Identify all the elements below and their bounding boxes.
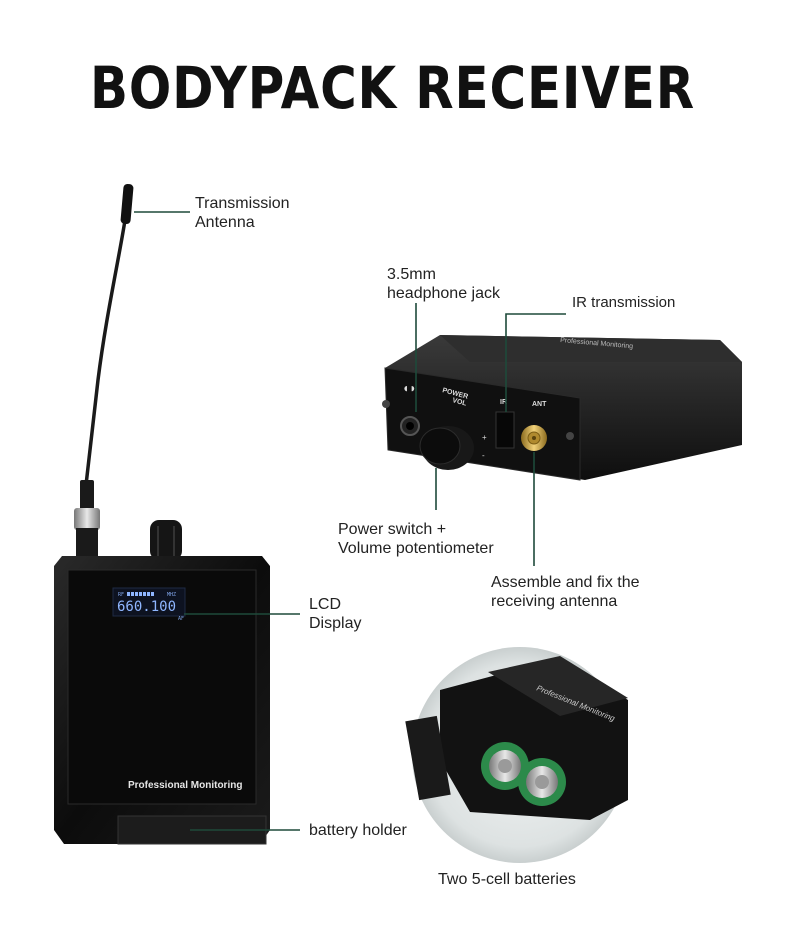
label-headphone-jack: 3.5mm headphone jack [387, 266, 500, 302]
headphone-icon: ◖◗ [402, 381, 417, 395]
label-minus: - [482, 451, 485, 460]
antenna-sleeve [80, 480, 94, 510]
leader-ir [505, 313, 566, 412]
bodypack-top-view: Professional Monitoring ◖◗ POWER VOL + -… [382, 335, 742, 481]
ir-window [495, 411, 515, 449]
lcd-rf: RF [118, 592, 124, 598]
label-receiving-antenna: Assemble and fix the receiving antenna [491, 574, 640, 610]
lcd-af: AF [178, 616, 184, 622]
leader-lines [134, 211, 566, 831]
label-transmission-antenna: Transmission Antenna [195, 195, 290, 231]
label-lcd-display: LCD Display [309, 596, 362, 632]
lcd-signal-bars [127, 592, 154, 596]
label-power-switch: Power switch + Volume potentiometer [338, 521, 494, 557]
label-ant: ANT [532, 401, 547, 408]
antenna-connector [74, 508, 100, 530]
page-title: BODYPACK RECEIVER [90, 54, 695, 122]
label-plus: + [482, 433, 487, 442]
label-ir-transmission: IR transmission [572, 294, 676, 311]
label-batteries: Two 5-cell batteries [438, 871, 576, 888]
volume-knob [150, 520, 182, 560]
lcd-frequency: 660.100 [117, 599, 176, 615]
lcd-unit: MHZ [167, 592, 176, 598]
label-ir: IR [500, 399, 507, 406]
front-brand: Professional Monitoring [128, 780, 242, 791]
label-battery-holder: battery holder [309, 822, 407, 839]
label-vol: VOL [451, 397, 467, 408]
antenna-tip [120, 183, 134, 225]
bodypack-front: RF MHZ 660.100 AF Professional Monitorin… [54, 183, 270, 845]
antenna-wire [84, 187, 131, 486]
battery-closeup: Professional Monitoring [405, 647, 628, 863]
